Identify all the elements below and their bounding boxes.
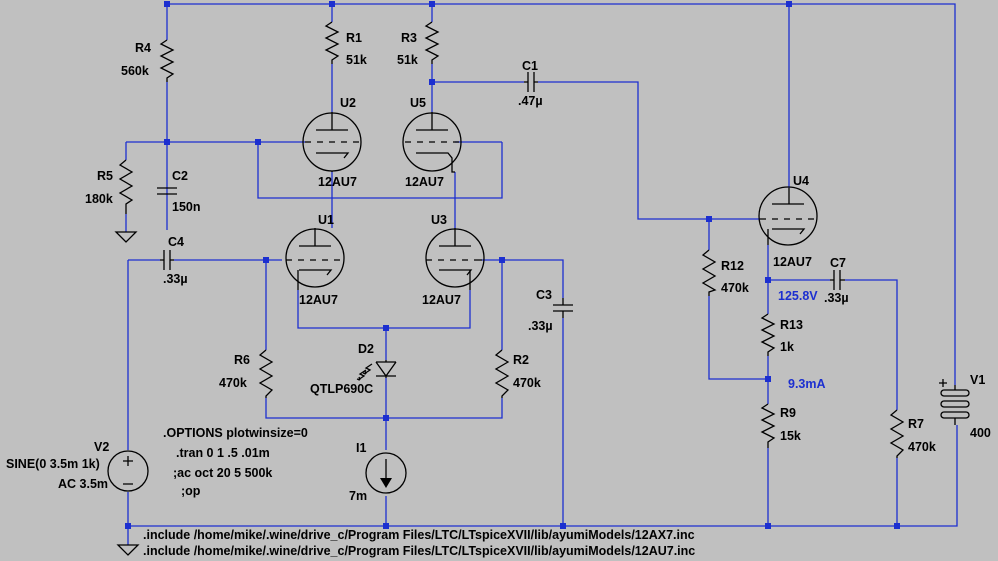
resistor-r6[interactable] [258,349,274,398]
wires [125,3,958,545]
label-voltage-annotation: 125.8V [778,289,818,303]
label-r1-value: 51k [346,53,367,67]
label-v1-value: 400 [970,426,991,440]
label-r3-value: 51k [397,53,418,67]
label-v2-ref: V2 [94,440,109,454]
label-u1-value: 12AU7 [299,293,338,307]
label-r9-ref: R9 [780,406,796,420]
label-r3-ref: R3 [401,31,417,45]
resistor-r1[interactable] [324,21,340,64]
tube-u3[interactable] [425,228,485,290]
led-d2[interactable] [356,360,397,381]
label-r5-value: 180k [85,192,113,206]
resistor-r4[interactable] [159,39,175,82]
directive-op: ;op [181,484,201,498]
label-r12-ref: R12 [721,259,744,273]
label-r7-ref: R7 [908,417,924,431]
label-c4-ref: C4 [168,235,184,249]
label-c1-ref: C1 [522,59,538,73]
label-current-annotation: 9.3mA [788,377,826,391]
label-c2-value: 150n [172,200,201,214]
label-r13-ref: R13 [780,318,803,332]
capacitor-c2[interactable] [157,187,177,195]
label-r2-ref: R2 [513,353,529,367]
spice-directives[interactable]: .OPTIONS plotwinsize=0 .tran 0 1 .5 .01m… [163,426,308,498]
current-source-i1[interactable] [365,452,407,494]
tube-u4[interactable] [758,186,818,246]
capacitor-c4[interactable] [160,250,174,270]
ground-symbol-2 [116,544,140,556]
battery-v1[interactable] [939,379,970,425]
include-12ax7: .include /home/mike/.wine/drive_c/Progra… [143,528,695,542]
label-r4-value: 560k [121,64,149,78]
label-r5-ref: R5 [97,169,113,183]
label-c4-value: .33µ [163,272,188,286]
directive-options: .OPTIONS plotwinsize=0 [163,426,308,440]
resistor-r13[interactable] [760,313,776,356]
label-v1-ref: V1 [970,373,985,387]
label-d2-ref: D2 [358,342,374,356]
label-d2-value: QTLP690C [310,382,373,396]
junctions [125,1,900,529]
label-r9-value: 15k [780,429,801,443]
capacitor-c7[interactable] [830,270,845,290]
tube-u2[interactable] [302,112,362,172]
resistor-r12[interactable] [701,249,717,296]
resistor-r5[interactable] [118,159,134,214]
label-u2-ref: U2 [340,96,356,110]
label-c7-value: .33µ [824,291,849,305]
resistor-r3[interactable] [424,21,440,64]
label-u4-ref: U4 [793,174,809,188]
voltage-source-v2[interactable] [107,450,149,492]
label-c3-ref: C3 [536,288,552,302]
label-u5-ref: U5 [410,96,426,110]
label-c7-ref: C7 [830,256,846,270]
label-r4-ref: R4 [135,41,151,55]
labels: R4 560k R1 51k R3 51k C1 .47µ U2 U5 12AU… [6,31,991,503]
label-r2-value: 470k [513,376,541,390]
label-u5-value: 12AU7 [405,175,444,189]
tube-u1[interactable] [285,228,345,290]
resistor-r2[interactable] [494,349,510,398]
include-directives[interactable]: .include /home/mike/.wine/drive_c/Progra… [143,528,695,558]
capacitor-c1[interactable] [524,72,538,92]
directive-tran: .tran 0 1 .5 .01m [176,446,270,460]
label-u3-value: 12AU7 [422,293,461,307]
label-v2-value2: AC 3.5m [58,477,108,491]
label-r6-ref: R6 [234,353,250,367]
label-u2-value: 12AU7 [318,175,357,189]
label-u1-ref: U1 [318,213,334,227]
label-i1-ref: I1 [356,441,366,455]
capacitor-c3[interactable] [553,298,573,318]
label-r7-value: 470k [908,440,936,454]
label-u4-value: 12AU7 [773,255,812,269]
label-v2-value1: SINE(0 3.5m 1k) [6,457,100,471]
label-u3-ref: U3 [431,213,447,227]
label-c2-ref: C2 [172,169,188,183]
label-c1-value: .47µ [518,94,543,108]
directive-ac: ;ac oct 20 5 500k [173,466,272,480]
label-r1-ref: R1 [346,31,362,45]
label-r12-value: 470k [721,281,749,295]
label-r6-value: 470k [219,376,247,390]
label-c3-value: .33µ [528,319,553,333]
ground-symbol-1 [114,231,138,243]
include-12au7: .include /home/mike/.wine/drive_c/Progra… [143,544,695,558]
resistor-r9[interactable] [760,403,776,448]
label-i1-value: 7m [349,489,367,503]
tube-u5[interactable] [402,112,462,173]
resistor-r7[interactable] [889,409,905,458]
label-r13-value: 1k [780,340,794,354]
